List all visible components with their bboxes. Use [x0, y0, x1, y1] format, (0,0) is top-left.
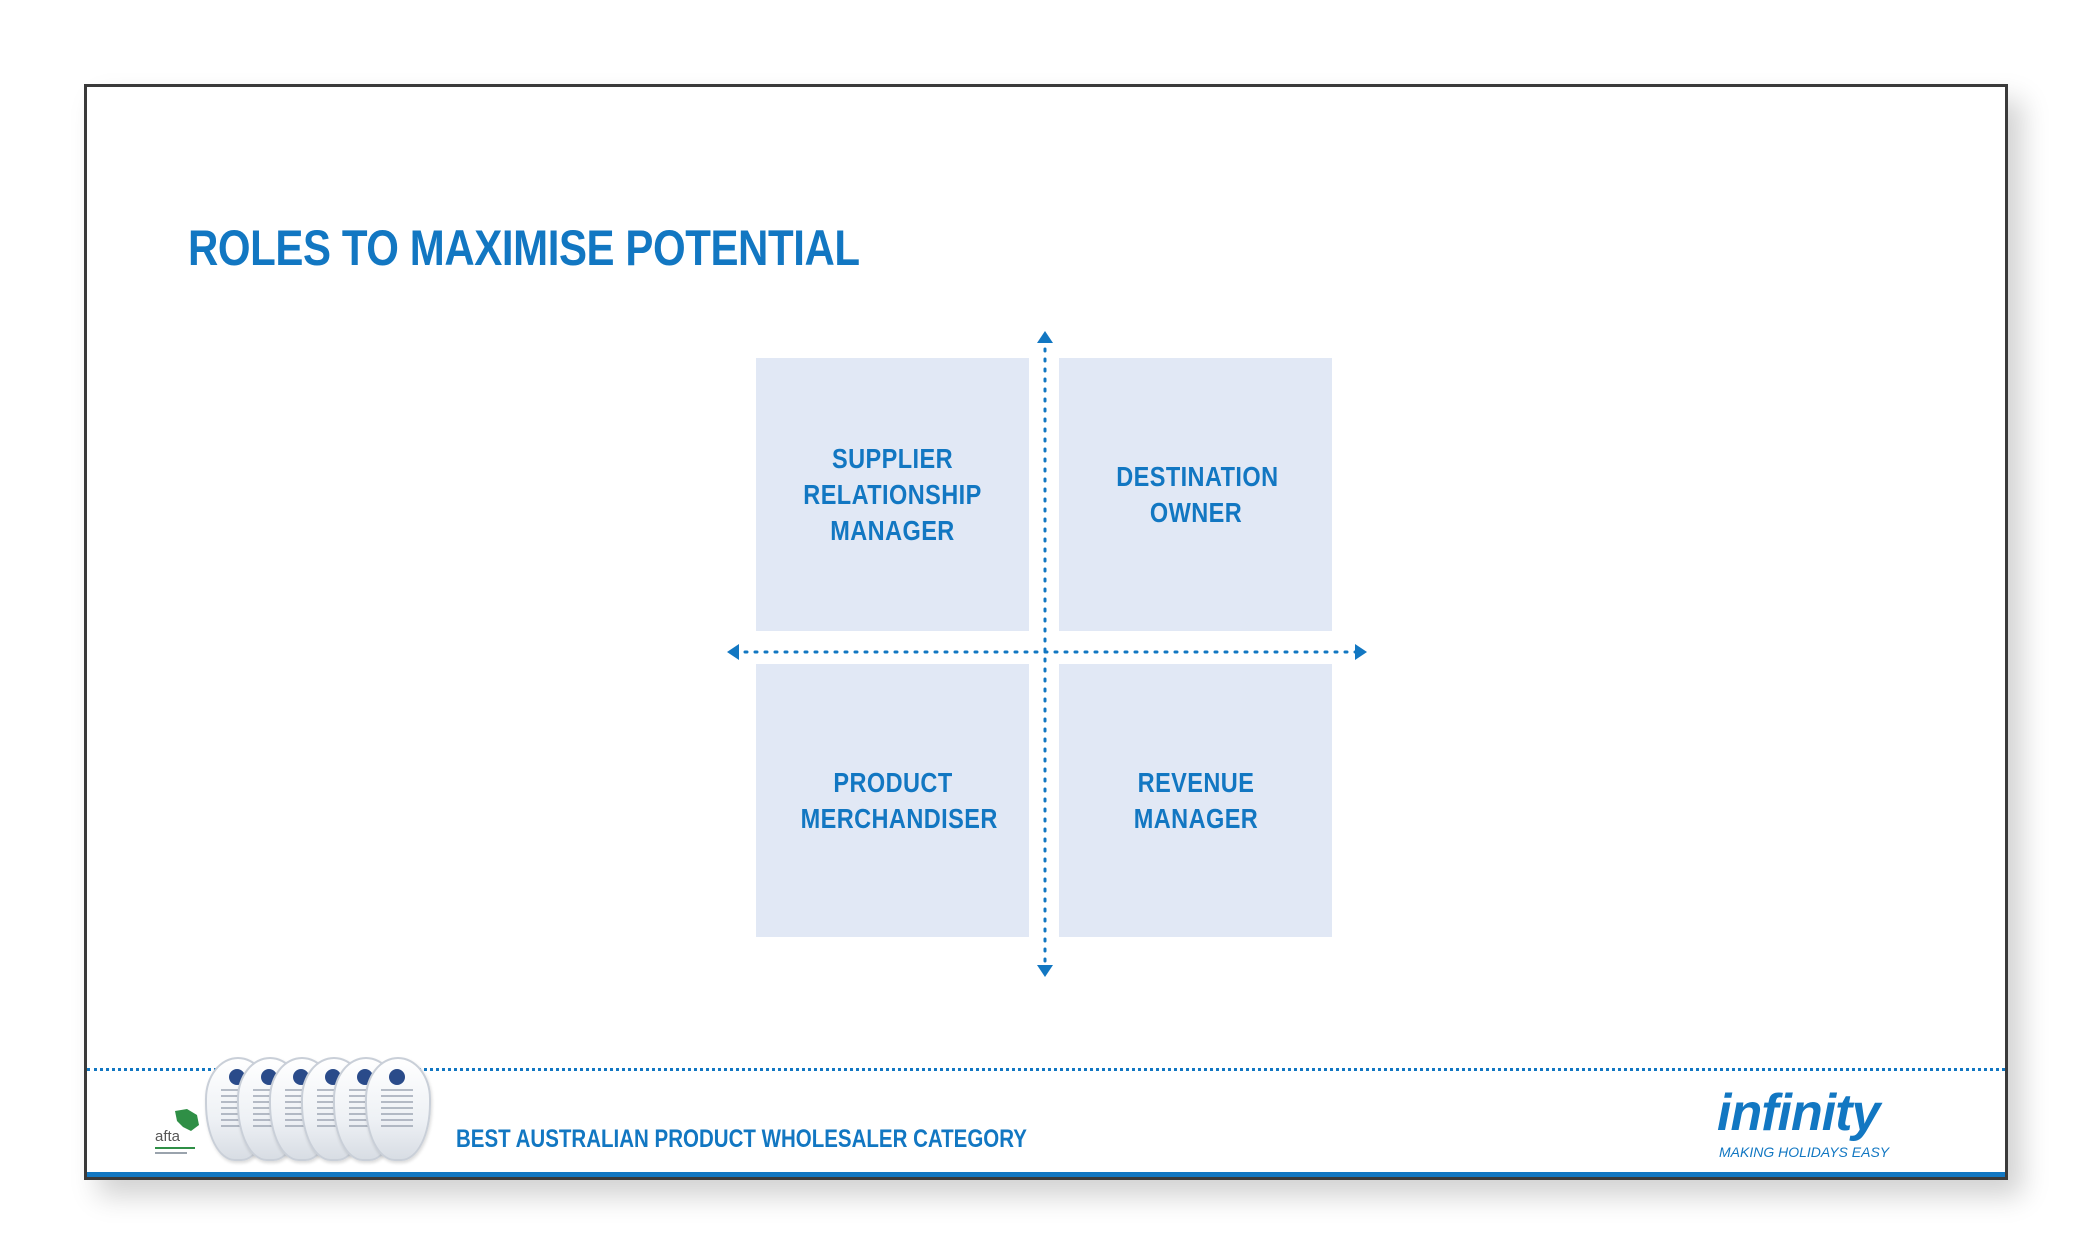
slide: ROLES TO MAXIMISE POTENTIAL SUPPLIER REL…: [84, 84, 2008, 1180]
quadrant-revenue-manager: REVENUE MANAGER: [1059, 664, 1332, 937]
quadrant-supplier-relationship-manager: SUPPLIER RELATIONSHIP MANAGER: [756, 358, 1029, 631]
brand-tagline: MAKING HOLIDAYS EASY: [1719, 1144, 1890, 1160]
brand-wordmark: infinity: [1717, 1084, 1880, 1142]
quadrant-label: PRODUCT MERCHANDISER: [800, 766, 998, 834]
arrow-right-icon: [1355, 644, 1367, 660]
award-trophies: [205, 1057, 435, 1167]
quadrant-destination-owner: DESTINATION OWNER: [1059, 358, 1332, 631]
quadrant-label: DESTINATION OWNER: [1115, 460, 1278, 528]
award-trophy-icon: [365, 1057, 431, 1161]
svg-text:afta: afta: [155, 1128, 181, 1145]
footer-divider: [87, 1068, 2005, 1071]
footer-caption: BEST AUSTRALIAN PRODUCT WHOLESALER CATEG…: [456, 1125, 1027, 1153]
slide-title: ROLES TO MAXIMISE POTENTIAL: [188, 220, 860, 276]
arrow-down-icon: [1037, 965, 1053, 977]
quadrant-label: SUPPLIER RELATIONSHIP MANAGER: [803, 442, 982, 546]
quadrant-product-merchandiser: PRODUCT MERCHANDISER: [756, 664, 1029, 937]
quadrant-label: REVENUE MANAGER: [1133, 766, 1258, 834]
infinity-logo: infinity MAKING HOLIDAYS EASY: [1717, 1087, 1937, 1167]
arrow-up-icon: [1037, 331, 1053, 343]
afta-logo-icon: afta: [155, 1109, 199, 1154]
bottom-accent-bar: [87, 1172, 2005, 1177]
arrow-left-icon: [727, 644, 739, 660]
